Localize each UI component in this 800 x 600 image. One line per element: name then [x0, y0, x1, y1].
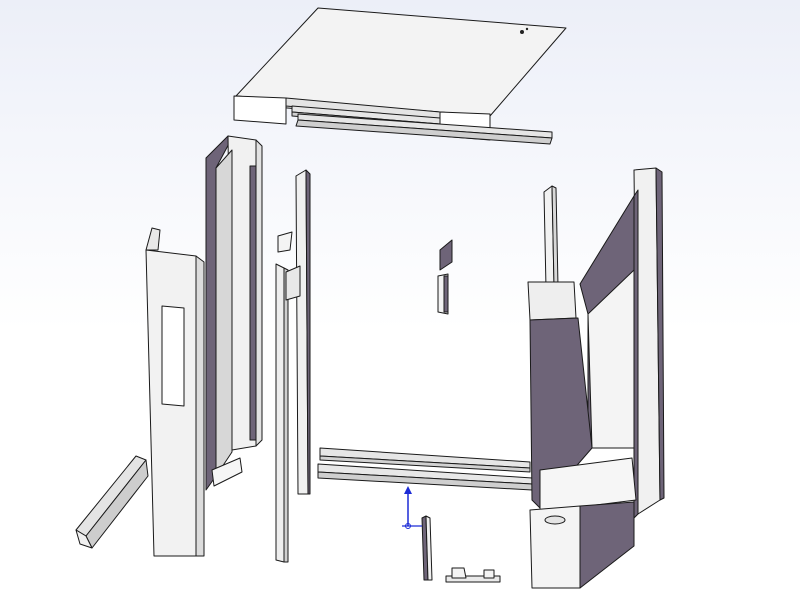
right-cabinet-body[interactable] — [527, 167, 665, 589]
floating-bracket[interactable] — [437, 239, 453, 315]
center-upright-post[interactable] — [285, 169, 311, 495]
left-side-box[interactable] — [205, 135, 263, 491]
bottom-rail-rear[interactable] — [319, 447, 531, 473]
right-cabinet-rear-post[interactable] — [543, 185, 559, 289]
left-upright-post[interactable] — [275, 231, 293, 563]
coordinate-triad — [402, 486, 422, 529]
top-rail-rear[interactable] — [295, 113, 553, 145]
bottom-center-strip[interactable] — [421, 515, 433, 581]
bottom-hinge-bracket[interactable] — [445, 567, 501, 583]
top-lid-panel[interactable] — [233, 7, 567, 141]
left-front-panel[interactable] — [145, 227, 205, 557]
left-base-channel[interactable] — [75, 455, 149, 549]
